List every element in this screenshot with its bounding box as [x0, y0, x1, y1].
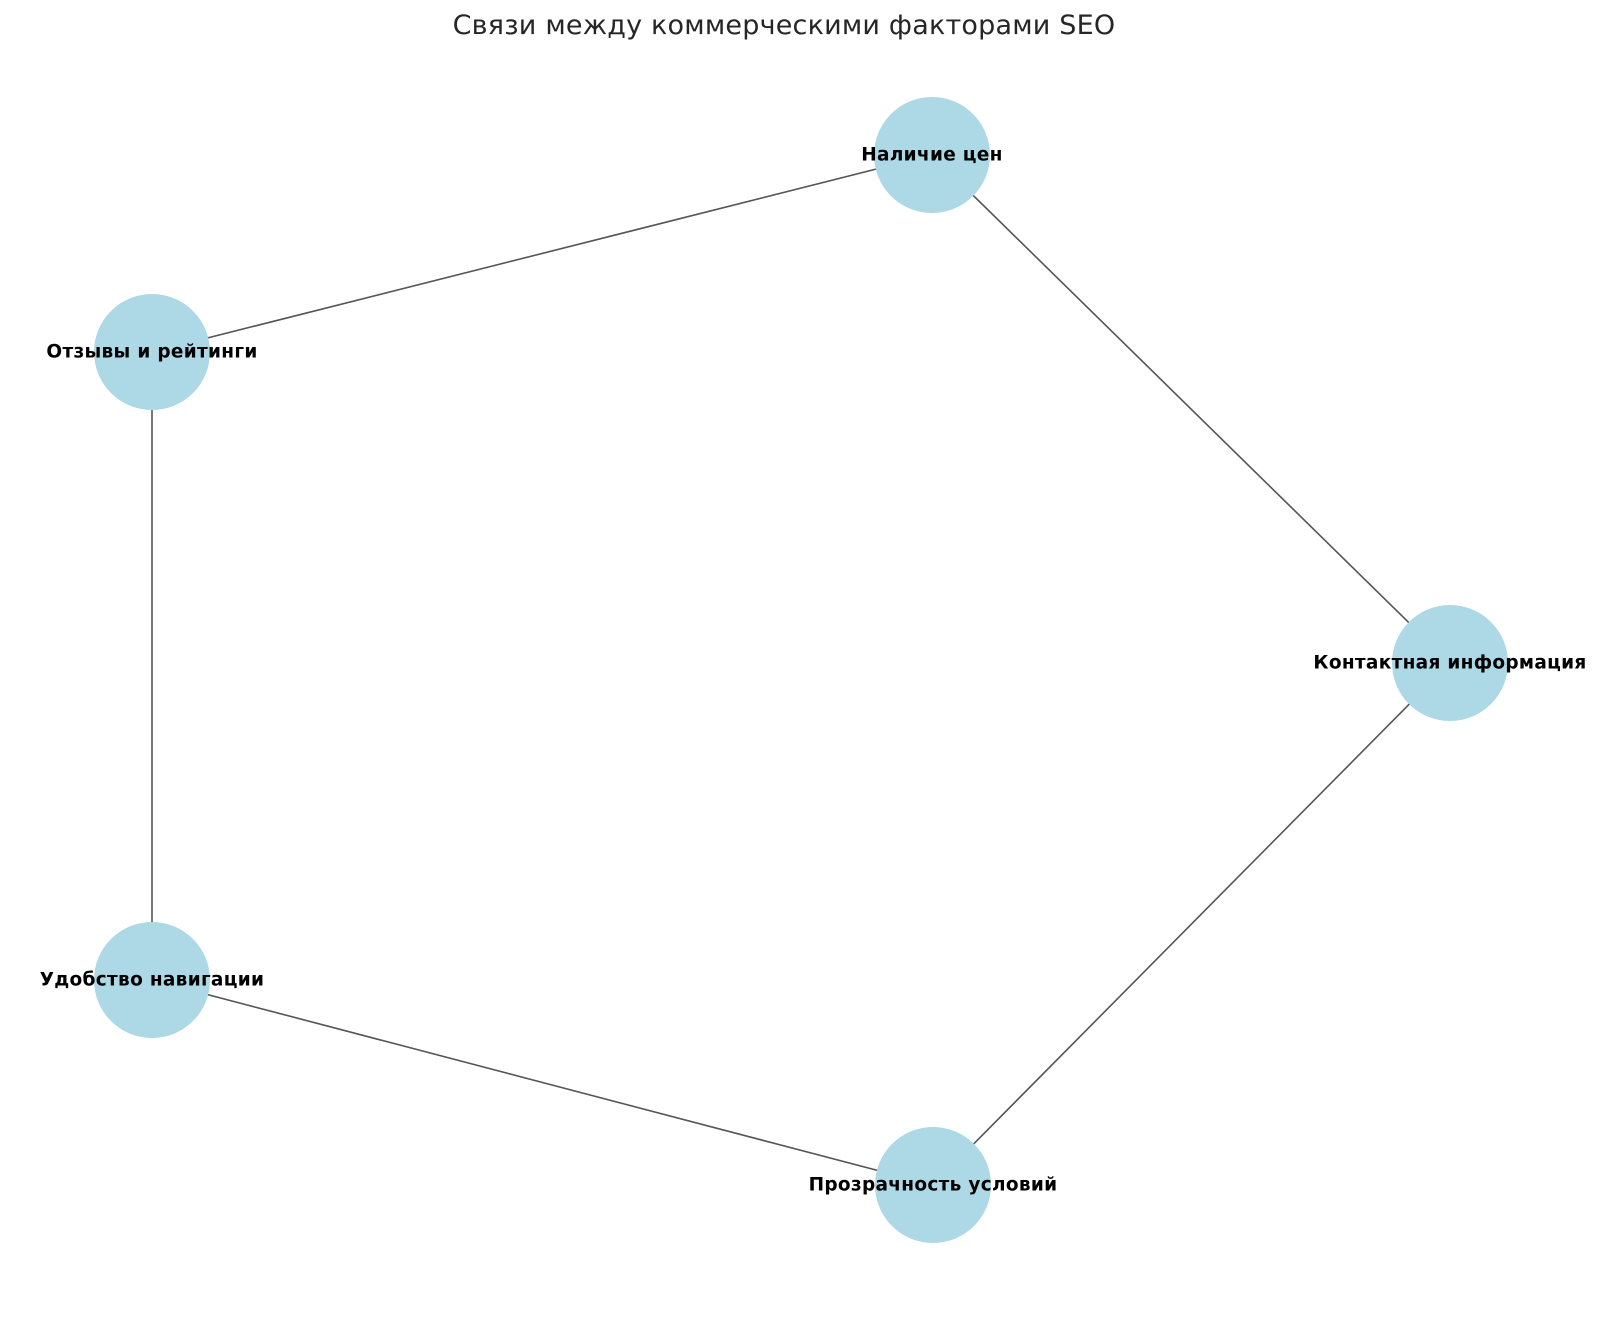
graph-edge	[931, 154, 1451, 664]
graph-node-label-navigation: Удобство навигации	[39, 969, 265, 991]
graph-node-navigation[interactable]	[94, 922, 210, 1038]
graph-node-label-contacts: Контактная информация	[1313, 652, 1587, 674]
graph-edge	[151, 979, 934, 1186]
graph-node-terms[interactable]	[875, 1127, 991, 1243]
graph-node-contacts[interactable]	[1392, 605, 1508, 721]
graph-edge	[932, 662, 1451, 1186]
node-group	[94, 97, 1508, 1243]
graph-node-label-reviews: Отзывы и рейтинги	[46, 341, 258, 363]
graph-node-label-terms: Прозрачность условий	[808, 1174, 1058, 1196]
edge-group	[151, 154, 1451, 1186]
graph-edge	[151, 154, 933, 353]
graph-node-label-prices: Наличие цен	[861, 144, 1003, 166]
graph-node-prices[interactable]	[874, 97, 990, 213]
graph-node-reviews[interactable]	[94, 294, 210, 410]
page-title: Связи между коммерческими факторами SEO	[452, 10, 1116, 41]
